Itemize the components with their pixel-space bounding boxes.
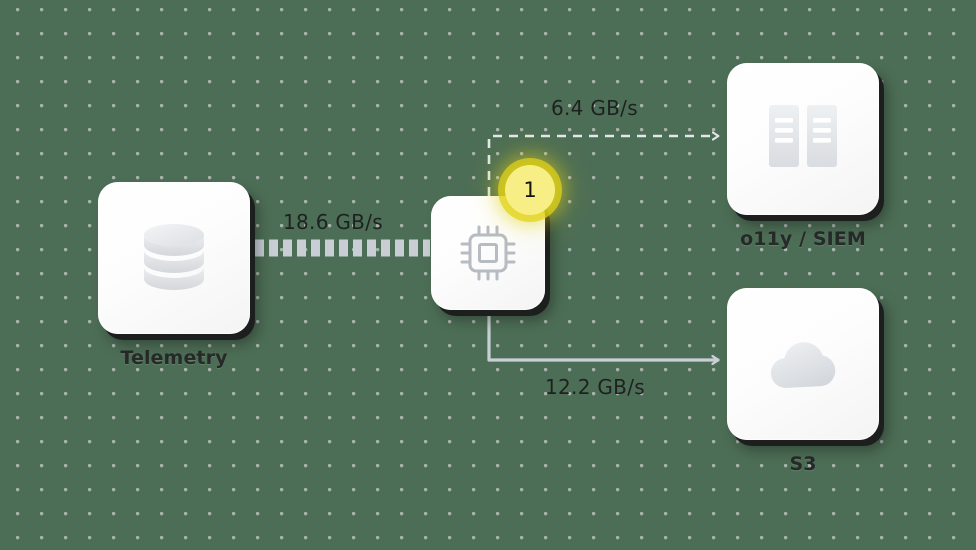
edge-processor-s3 xyxy=(487,309,720,360)
node-telemetry-box[interactable] xyxy=(98,182,250,334)
database-icon xyxy=(144,224,204,290)
server-rack-icon xyxy=(769,105,837,167)
node-telemetry[interactable]: Telemetry xyxy=(98,182,250,369)
node-o11y-siem-box[interactable] xyxy=(727,63,879,215)
cloud-icon xyxy=(770,342,836,388)
status-badge[interactable]: 1 xyxy=(505,165,555,215)
node-s3[interactable]: S3 xyxy=(727,288,879,475)
node-processor[interactable] xyxy=(431,196,545,310)
node-s3-box[interactable] xyxy=(727,288,879,440)
edge-label-processor-o11y: 6.4 GB/s xyxy=(551,96,638,120)
node-o11y-siem-label: o11y / SIEM xyxy=(740,228,866,250)
node-processor-box[interactable] xyxy=(431,196,545,310)
cpu-chip-icon xyxy=(460,225,516,281)
node-s3-label: S3 xyxy=(789,453,817,475)
edge-label-processor-s3: 12.2 GB/s xyxy=(545,375,645,399)
node-telemetry-label: Telemetry xyxy=(120,347,228,369)
edge-label-telemetry-processor: 18.6 GB/s xyxy=(283,210,383,234)
node-o11y-siem[interactable]: o11y / SIEM xyxy=(727,63,879,250)
